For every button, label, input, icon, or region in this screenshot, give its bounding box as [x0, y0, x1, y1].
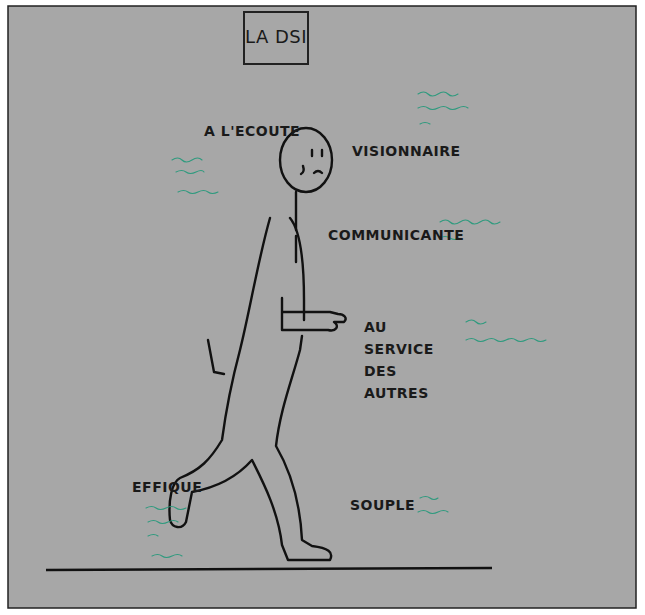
arm [282, 298, 346, 330]
note-scribble [418, 497, 448, 514]
board-background [8, 6, 636, 608]
green-notes [146, 92, 546, 558]
note-scribble [172, 158, 218, 194]
eyes [312, 150, 322, 156]
ground-line [46, 568, 492, 570]
mouth [314, 171, 322, 173]
note-scribble [146, 507, 186, 558]
note-scribble [466, 320, 546, 342]
title-frame [244, 12, 308, 64]
nose [301, 166, 304, 174]
quality-label: EFFIQUE [132, 476, 232, 498]
quality-label: SOUPLE [350, 494, 440, 516]
note-scribble [418, 92, 468, 124]
board-title: LA DSI [244, 26, 308, 48]
quality-label: A L'ECOUTE [204, 120, 324, 142]
stick-figure [169, 128, 345, 560]
back-outline [290, 218, 304, 320]
quality-label: VISIONNAIRE [352, 140, 482, 162]
pocket [208, 340, 224, 374]
body-outline [169, 218, 331, 560]
quality-label: COMMUNICANTE [328, 224, 468, 246]
quality-label: AU SERVICE DES AUTRES [364, 316, 460, 404]
